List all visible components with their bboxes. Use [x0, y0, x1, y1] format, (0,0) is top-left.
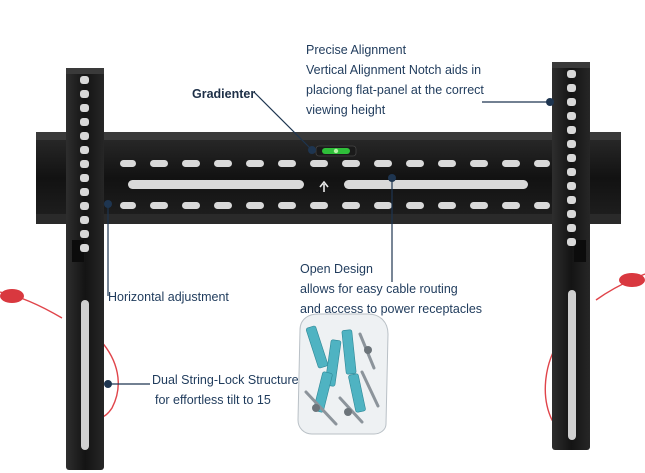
up-arrow-icon [319, 180, 329, 192]
left-vertical-arm [66, 68, 104, 470]
precise-alignment-line3: viewing height [306, 103, 386, 117]
callout-precise-alignment: Precise Alignment Vertical Alignment Not… [306, 40, 484, 120]
open-design-line1: allows for easy cable routing [300, 282, 458, 296]
left-string-clip [0, 289, 24, 303]
horizontal-adjustment-title: Horizontal adjustment [108, 290, 229, 304]
precise-alignment-line1: Vertical Alignment Notch aids in [306, 63, 482, 77]
callout-markers [104, 98, 554, 388]
dual-string-lock-line1: for effortless tilt to 15 [155, 393, 271, 407]
callout-open-design: Open Design allows for easy cable routin… [300, 259, 482, 319]
callout-dual-string-lock: Dual String-Lock Structure for effortles… [152, 370, 299, 410]
wall-rail [36, 132, 621, 224]
right-string-clip [619, 273, 645, 287]
gradienter-title: Gradienter [192, 87, 256, 101]
bubble-level [315, 145, 357, 157]
hardware-bag [297, 313, 389, 435]
open-design-line2: and access to power receptacles [300, 302, 483, 316]
precise-alignment-line2: placiong flat-panel at the correct [306, 83, 484, 97]
precise-alignment-title: Precise Alignment [306, 43, 407, 57]
callout-horizontal-adjustment: Horizontal adjustment [108, 287, 229, 307]
dual-string-lock-title: Dual String-Lock Structure [152, 373, 299, 387]
callout-gradienter: Gradienter [192, 84, 255, 104]
right-vertical-arm [552, 62, 590, 450]
callout-leaders [107, 91, 550, 385]
open-design-title: Open Design [300, 262, 373, 276]
